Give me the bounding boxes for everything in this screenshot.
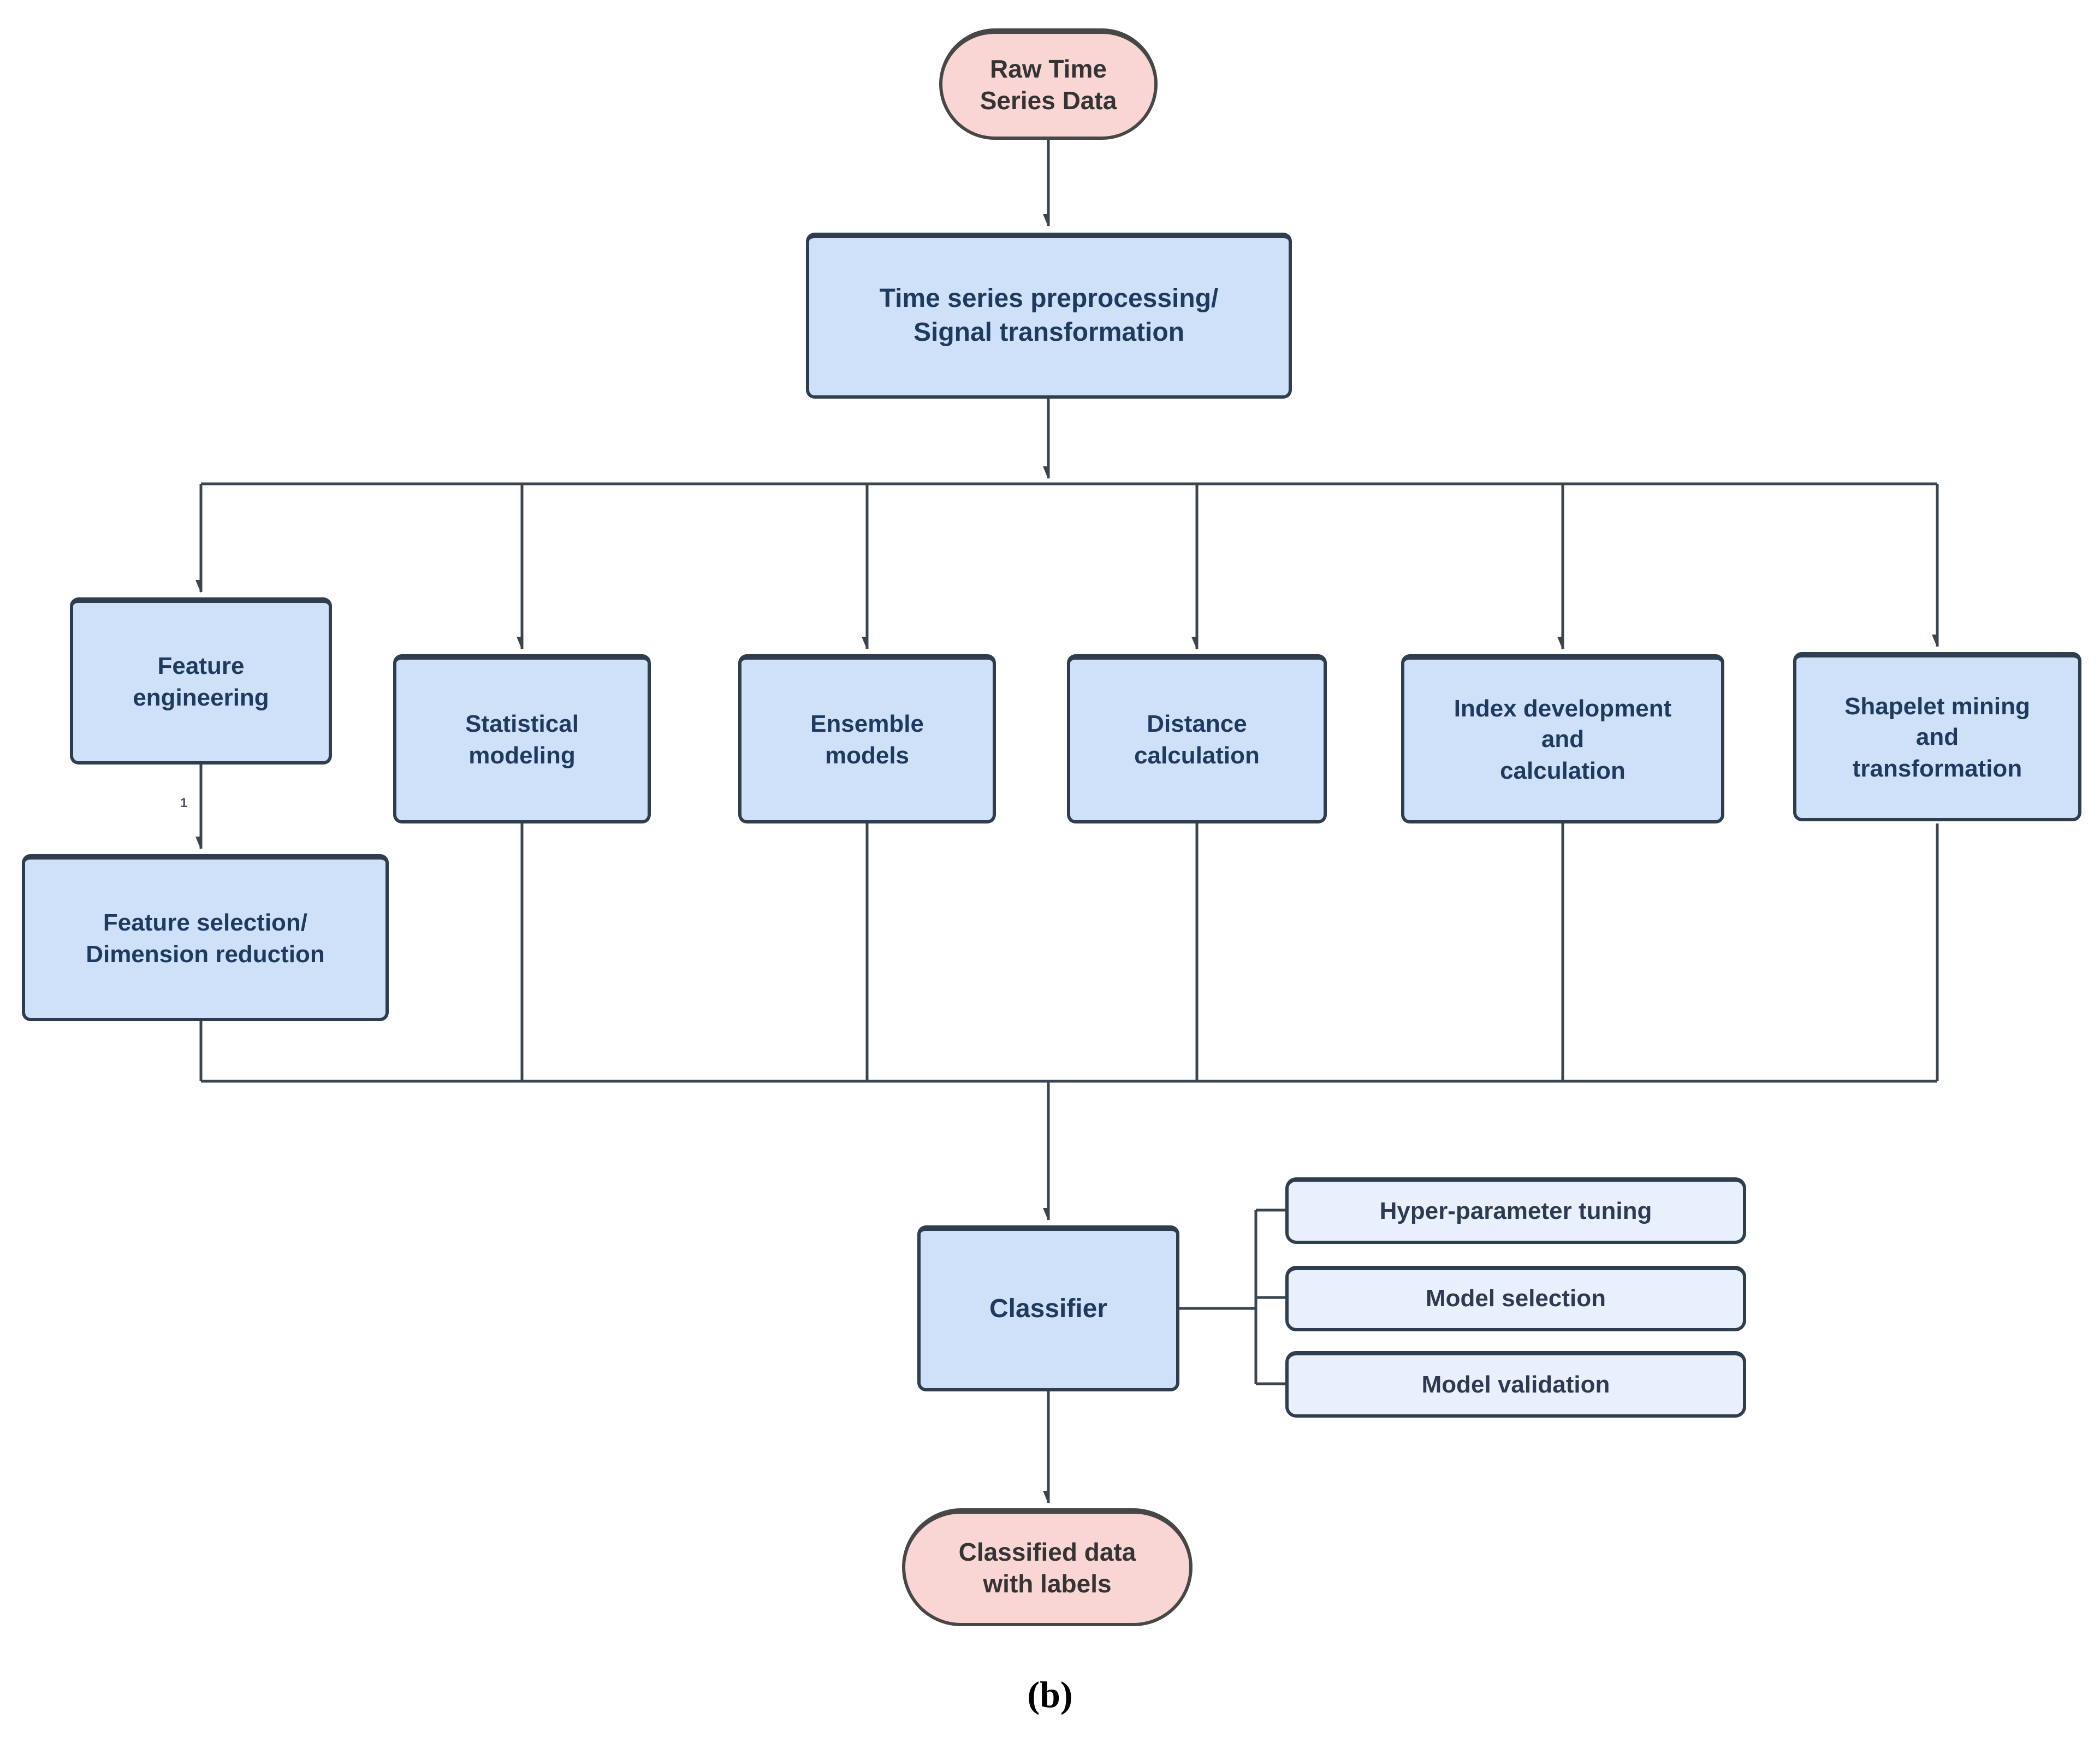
node-statistical-modeling: Statistical modeling xyxy=(393,654,651,823)
node-classifier-label: Classifier xyxy=(989,1294,1108,1324)
node-hyper-parameter-tuning-label: Hyper-parameter tuning xyxy=(1379,1196,1652,1224)
node-classified-data-label: Classified data with labels xyxy=(958,1537,1136,1598)
node-classifier: Classifier xyxy=(917,1225,1179,1391)
node-model-validation-label: Model validation xyxy=(1421,1370,1610,1398)
node-ensemble-models: Ensemble models xyxy=(738,654,996,823)
node-distance-calculation-label: Distance calculation xyxy=(1134,710,1260,768)
node-shapelet-mining-label: Shapelet mining and transformation xyxy=(1844,692,2030,782)
node-feature-engineering-label: Feature engineering xyxy=(133,652,269,710)
node-index-development: Index development and calculation xyxy=(1401,654,1724,823)
node-raw-label: Raw Time Series Data xyxy=(980,54,1117,115)
node-distance-calculation: Distance calculation xyxy=(1067,654,1327,823)
figure-caption: (b) xyxy=(1027,1675,1073,1716)
node-shapelet-mining: Shapelet mining and transformation xyxy=(1793,652,2081,821)
node-index-development-label: Index development and calculation xyxy=(1454,695,1672,784)
node-ensemble-models-label: Ensemble models xyxy=(810,710,924,768)
node-preprocessing-label: Time series preprocessing/ Signal transf… xyxy=(879,284,1219,347)
node-feature-selection: Feature selection/ Dimension reduction xyxy=(22,854,389,1021)
node-classified-data: Classified data with labels xyxy=(902,1508,1193,1626)
edge-label-1: 1 xyxy=(180,795,188,810)
node-raw-time-series-data: Raw Time Series Data xyxy=(939,28,1158,140)
node-model-selection-label: Model selection xyxy=(1425,1284,1606,1312)
node-model-validation: Model validation xyxy=(1285,1351,1746,1418)
node-model-selection: Model selection xyxy=(1285,1266,1746,1331)
node-preprocessing: Time series preprocessing/ Signal transf… xyxy=(806,233,1292,399)
node-hyper-parameter-tuning: Hyper-parameter tuning xyxy=(1285,1177,1746,1244)
node-statistical-modeling-label: Statistical modeling xyxy=(465,710,579,768)
node-feature-selection-label: Feature selection/ Dimension reduction xyxy=(86,909,325,967)
node-feature-engineering: Feature engineering xyxy=(70,597,332,765)
